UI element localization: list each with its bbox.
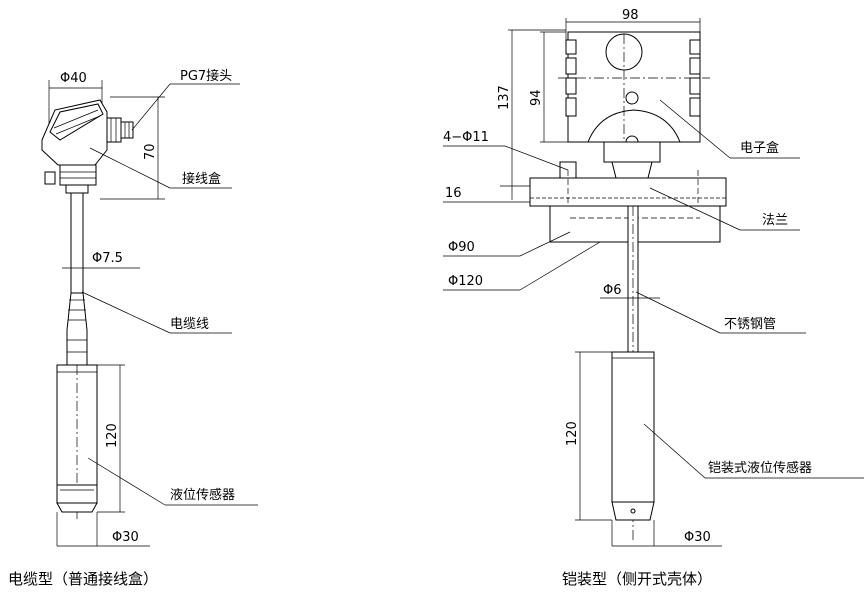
right-caption: 铠装型（侧开式壳体）: [562, 570, 712, 588]
left-sensor-drawing: Φ40 PG7接头 70 接: [8, 68, 258, 588]
left-sensor-label: 液位传感器: [170, 487, 235, 503]
left-dim-top-width: Φ40: [60, 71, 87, 86]
right-dim-box-height: 94: [529, 89, 544, 106]
junction-box-shape: [41, 99, 134, 194]
right-dim-flange-od: Φ120: [448, 274, 483, 289]
right-dim-total-height: 137: [497, 85, 512, 110]
right-dim-holes: 4−Φ11: [443, 130, 489, 145]
left-cable-label: 电缆线: [170, 316, 209, 332]
left-dim-height: 70: [143, 143, 158, 160]
left-dim-probe-dia: Φ30: [112, 530, 139, 545]
right-steel-pipe-label: 不锈钢管: [724, 317, 776, 332]
right-dim-probe-len: 120: [565, 421, 580, 446]
left-dim-probe-len: 120: [105, 423, 120, 448]
right-sensor-label: 铠装式液位传感器: [708, 460, 812, 476]
right-dim-top-width: 98: [622, 8, 639, 23]
electronic-box-shape: [558, 31, 710, 179]
right-dim-probe-dia: Φ30: [684, 530, 711, 545]
right-dim-pcd: Φ90: [448, 240, 475, 255]
left-connector-label: PG7接头: [180, 68, 232, 84]
left-caption: 电缆型（普通接线盒）: [8, 570, 158, 588]
left-junction-box-label: 接线盒: [182, 171, 221, 187]
right-electronic-box-label: 电子盒: [740, 140, 779, 156]
right-flange-label: 法兰: [762, 213, 788, 228]
right-dim-flange-thk: 16: [445, 186, 462, 201]
right-sensor-drawing: 98 137 94: [443, 8, 864, 588]
right-dim-rod: Φ6: [603, 283, 622, 298]
left-dim-cable: Φ7.5: [92, 251, 123, 266]
